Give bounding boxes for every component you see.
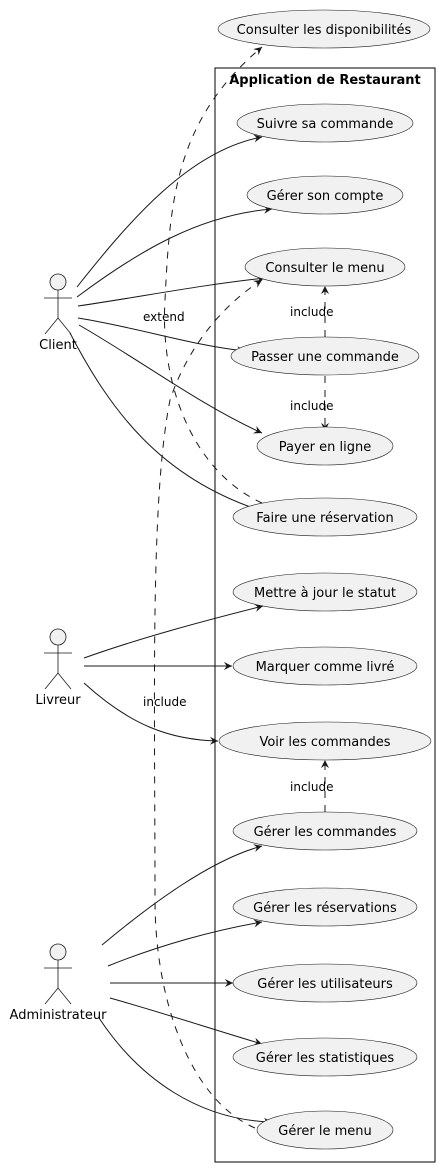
- actor-icon: [44, 273, 72, 335]
- use-case-label: Voir les commandes: [259, 735, 390, 750]
- dependencies: [153, 46, 330, 1129]
- actor-label: Livreur: [35, 693, 81, 708]
- assoc-client-payer-ligne: [78, 324, 263, 434]
- use-case-label: Gérer les réservations: [253, 901, 397, 916]
- use-case-ellipse: [217, 9, 431, 49]
- system-boundary-box: [214, 67, 436, 1163]
- extend-label: extend: [143, 310, 185, 324]
- use-case-ellipse: [232, 572, 418, 612]
- use-case-ellipse: [256, 1110, 394, 1150]
- use-case-ellipse: [232, 887, 418, 927]
- use-case-suivre-commande: Suivre sa commande: [236, 103, 414, 143]
- assoc-admin-gerer-commandes: [101, 844, 263, 946]
- use-case-label: Marquer comme livré: [256, 660, 395, 675]
- use-case-gerer-compte: Gérer son compte: [246, 175, 404, 215]
- use-case-ellipse: [232, 963, 418, 1003]
- use-case-ellipse: [230, 336, 420, 376]
- assoc-client-faire-reservation: [69, 332, 263, 513]
- use-case-gerer-reservations: Gérer les réservations: [232, 887, 418, 927]
- use-case-label: Gérer le menu: [278, 1124, 372, 1139]
- actor-label: Client: [39, 338, 77, 353]
- use-case-label: Gérer les statistiques: [256, 1051, 395, 1066]
- include-voir-commandes-label: include: [290, 780, 333, 794]
- assoc-livreur-maj-statut: [83, 604, 264, 659]
- use-case-label: Passer une commande: [251, 350, 399, 365]
- assoc-admin-gerer-menu: [98, 1017, 273, 1126]
- livreur-associations: [83, 604, 264, 745]
- use-case-ellipse: [256, 426, 394, 466]
- actor-icon: [44, 943, 72, 1005]
- use-case-payer-en-ligne: Payer en ligne: [256, 426, 394, 466]
- use-case-maj-statut: Mettre à jour le statut: [232, 572, 418, 612]
- use-case-label: Gérer les commandes: [254, 825, 397, 840]
- use-case-ellipse: [246, 175, 404, 215]
- actor-administrateur: Administrateur: [10, 943, 108, 1023]
- actor-icon: [44, 628, 72, 690]
- use-case-gerer-statistiques: Gérer les statistiques: [232, 1037, 418, 1077]
- use-case-marquer-livre: Marquer comme livré: [232, 646, 418, 686]
- use-case-label: Faire une réservation: [256, 511, 393, 526]
- use-case-label: Gérer son compte: [267, 189, 384, 204]
- use-case-label: Consulter le menu: [265, 261, 384, 276]
- use-case-label: Mettre à jour le statut: [254, 586, 396, 601]
- assoc-client-suivre-commande: [76, 134, 263, 288]
- assoc-admin-gerer-reservations: [107, 919, 263, 967]
- system-boundary: Application de Restaurant: [214, 67, 436, 1163]
- use-case-voir-commandes: Voir les commandes: [218, 721, 432, 761]
- assoc-client-gerer-compte: [76, 205, 273, 298]
- extend-reservation-dispo: [163, 46, 263, 504]
- include-admin-menu-label: include: [143, 695, 186, 709]
- use-case-consulter-disponibilites: Consulter les disponibilités: [217, 9, 431, 49]
- assoc-client-passer-commande: [77, 317, 246, 355]
- use-case-ellipse: [232, 646, 418, 686]
- use-case-gerer-utilisateurs: Gérer les utilisateurs: [232, 963, 418, 1003]
- assoc-admin-gerer-statistiques: [109, 997, 263, 1046]
- use-case-consulter-menu: Consulter le menu: [244, 247, 406, 287]
- use-case-ellipse: [236, 103, 414, 143]
- admin-associations: [98, 844, 273, 1126]
- include-payer-label: include: [290, 399, 333, 413]
- use-case-ellipse: [232, 811, 418, 851]
- assoc-client-consulter-menu: [77, 274, 266, 307]
- use-case-ellipse: [244, 247, 406, 287]
- use-case-ellipse: [232, 1037, 418, 1077]
- use-case-ellipse: [218, 721, 432, 761]
- use-case-label: Gérer les utilisateurs: [257, 977, 393, 992]
- actor-client: Client: [39, 273, 77, 353]
- include-menu-label: include: [290, 305, 333, 319]
- client-associations: [69, 134, 273, 513]
- actor-livreur: Livreur: [35, 628, 81, 708]
- use-case-gerer-commandes: Gérer les commandes: [232, 811, 418, 851]
- use-case-passer-commande: Passer une commande: [230, 336, 420, 376]
- use-case-label: Consulter les disponibilités: [237, 23, 412, 38]
- actor-label: Administrateur: [10, 1008, 108, 1023]
- use-case-gerer-menu: Gérer le menu: [256, 1110, 394, 1150]
- use-case-faire-reservation: Faire une réservation: [232, 497, 418, 537]
- use-case-label: Payer en ligne: [279, 440, 371, 455]
- use-case-label: Suivre sa commande: [257, 117, 394, 132]
- use-case-ellipse: [232, 497, 418, 537]
- system-title: Application de Restaurant: [229, 73, 421, 88]
- assoc-livreur-voir-commandes: [83, 682, 219, 745]
